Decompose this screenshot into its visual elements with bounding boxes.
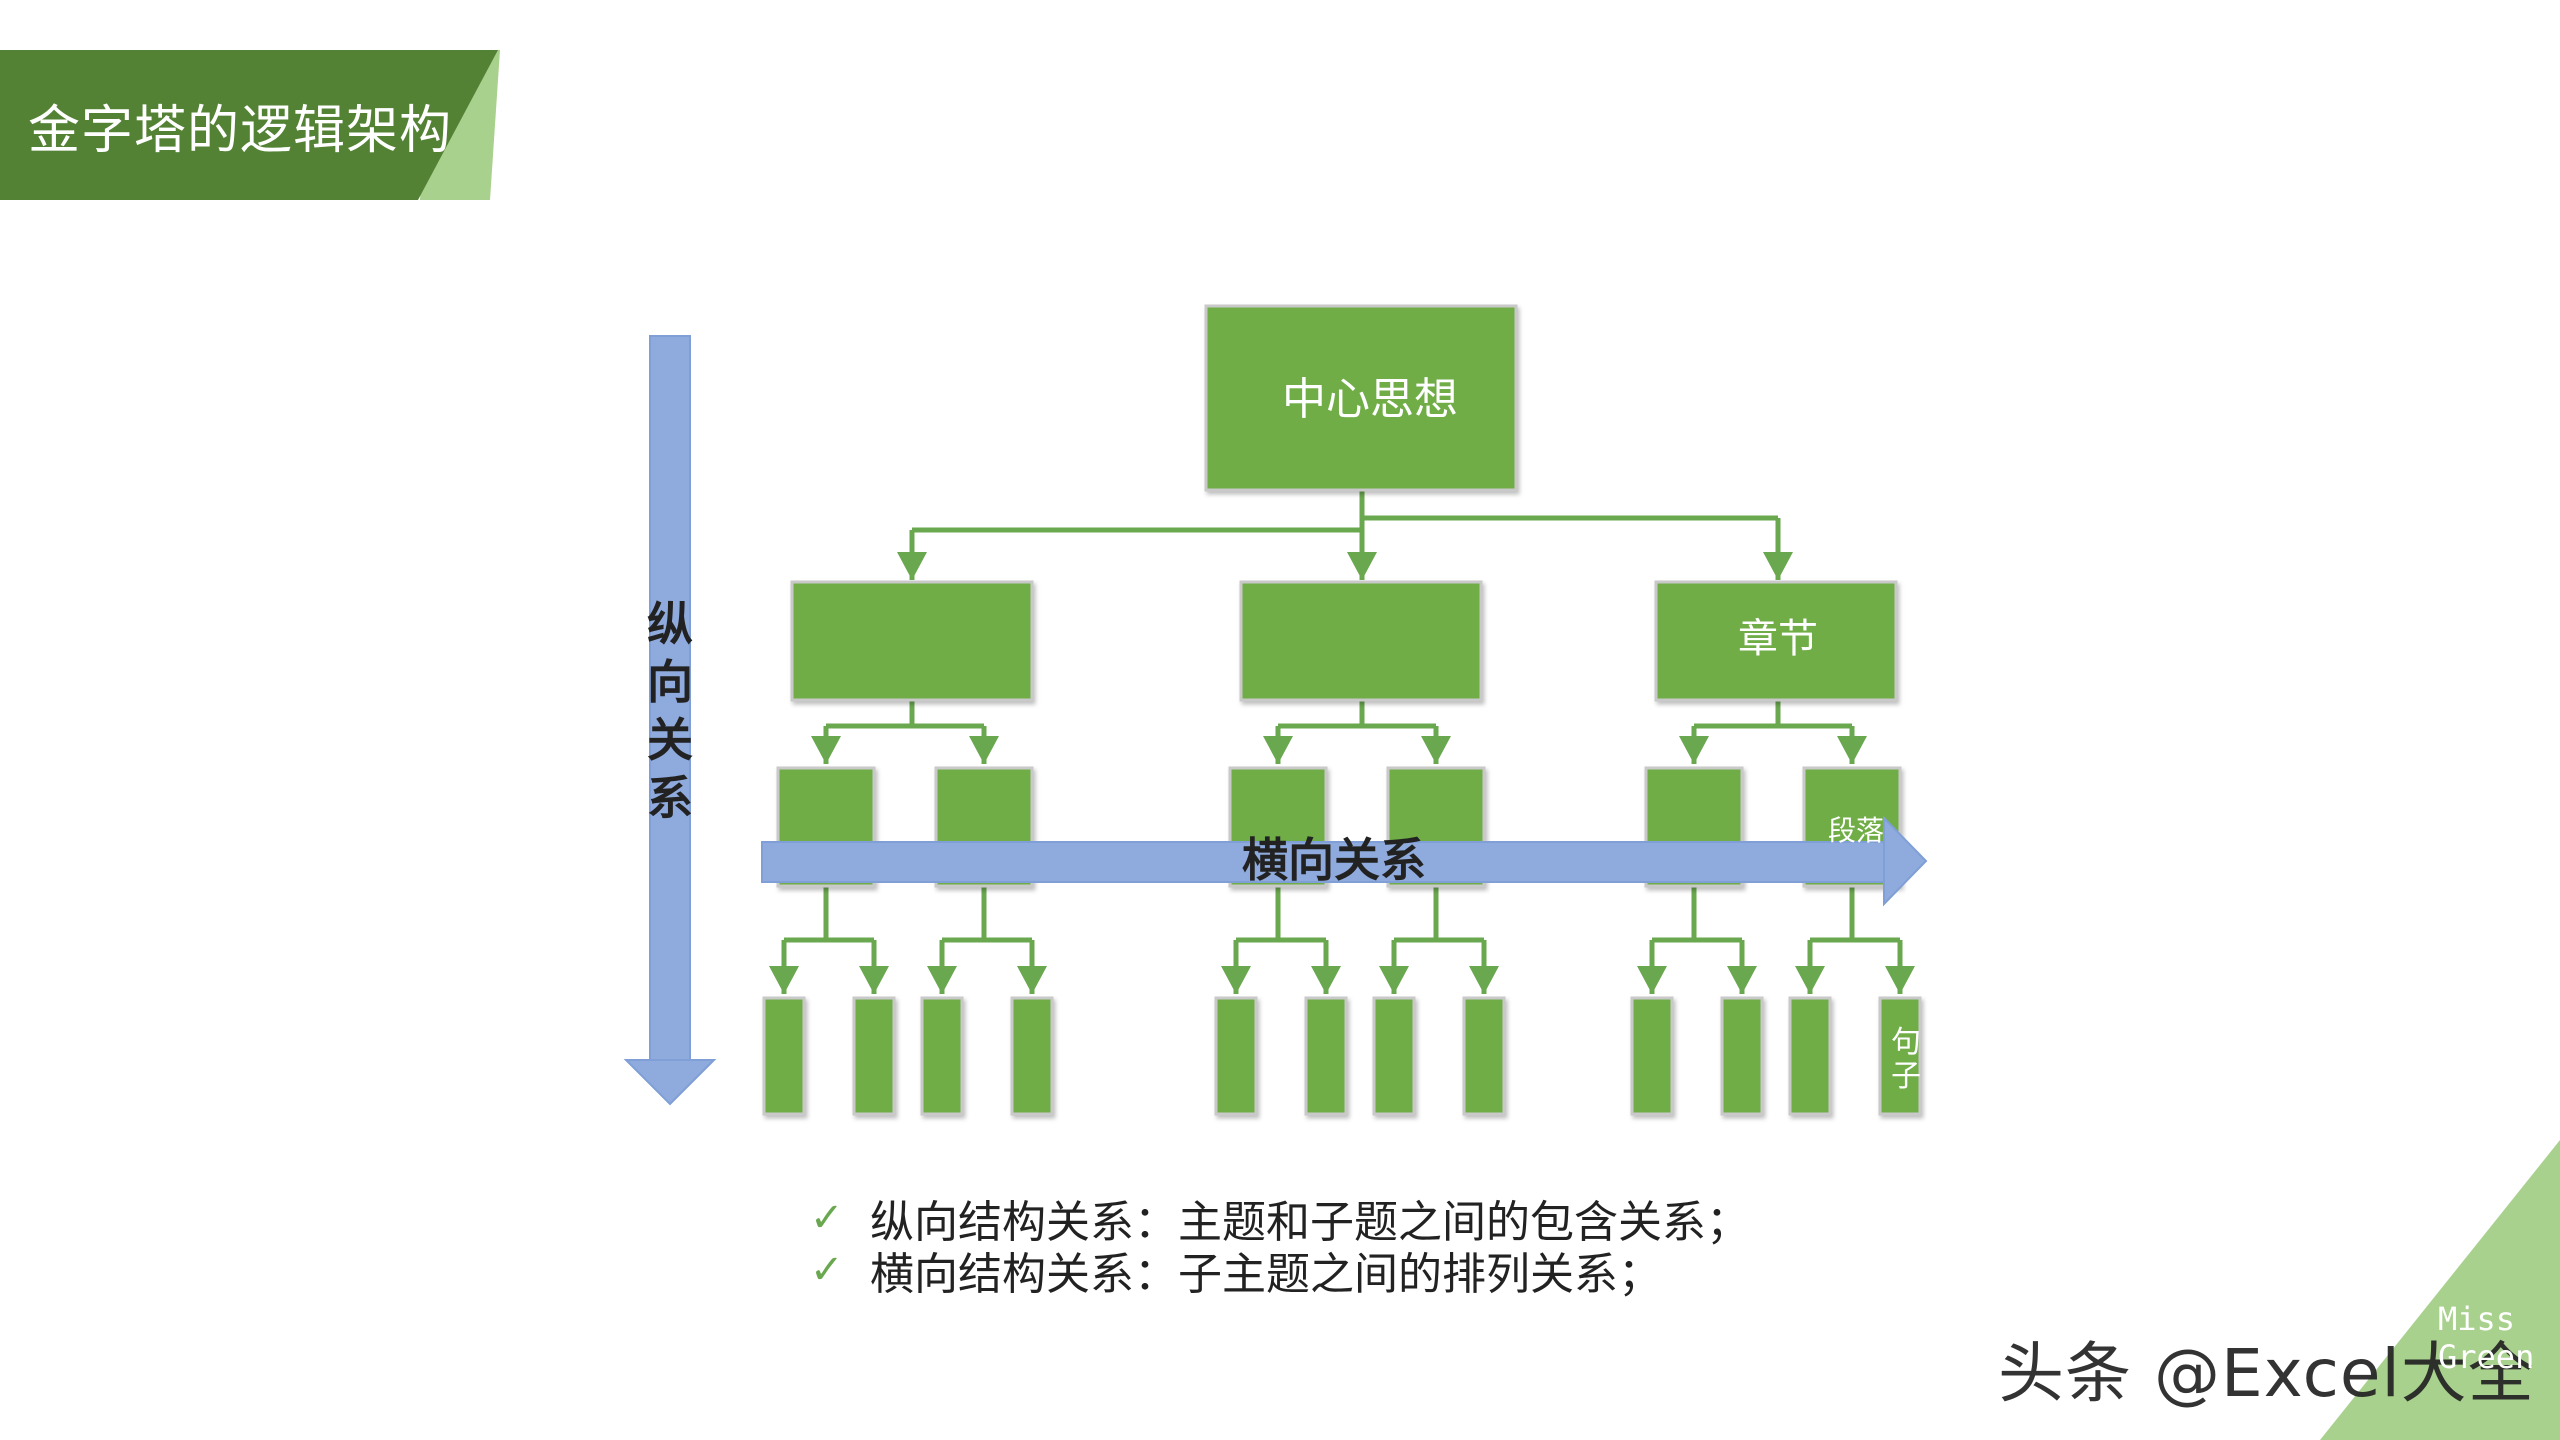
connector-arrowhead <box>1727 966 1757 994</box>
check-icon: ✓ <box>810 1195 844 1241</box>
level3-box <box>1788 996 1832 1116</box>
level3-box <box>1720 996 1764 1116</box>
horizontal-relation-arrow <box>761 815 1928 907</box>
connector-arrowhead <box>1221 966 1251 994</box>
vertical-relation-arrow <box>623 335 717 1106</box>
level1-box <box>1239 580 1483 702</box>
connector-arrowhead <box>1837 736 1867 764</box>
connector-arrowhead <box>811 736 841 764</box>
bullet-text: 横向结构关系：子主题之间的排列关系； <box>870 1249 1662 1300</box>
connector-arrowheads <box>769 552 1915 994</box>
connector-arrowhead <box>1347 552 1377 580</box>
check-icon: ✓ <box>810 1247 844 1293</box>
bullet-text: 纵向结构关系：主题和子题之间的包含关系； <box>870 1197 1750 1248</box>
connector-arrowhead <box>1763 552 1793 580</box>
vertical-relation-label: 纵向关系 <box>647 597 693 825</box>
level3-box <box>1462 996 1506 1116</box>
level2-label-last: 段落 <box>1828 814 1884 847</box>
level3-box <box>762 996 806 1116</box>
level3-box <box>920 996 964 1116</box>
connector-arrowhead <box>1679 736 1709 764</box>
page-title: 金字塔的逻辑架构 <box>28 101 453 161</box>
connector-arrowhead <box>1311 966 1341 994</box>
level3-box <box>1372 996 1416 1116</box>
level3-box <box>1214 996 1258 1116</box>
connector-arrowhead <box>1379 966 1409 994</box>
root-box <box>1204 304 1518 492</box>
bullet-item: ✓ 横向结构关系：子主题之间的排列关系； <box>810 1244 1750 1300</box>
bullet-item: ✓ 纵向结构关系：主题和子题之间的包含关系； <box>810 1192 1750 1248</box>
corner-decoration <box>2320 1140 2560 1440</box>
connector-arrowhead <box>1263 736 1293 764</box>
level1-box <box>790 580 1034 702</box>
connectors <box>781 490 1903 994</box>
watermark-corner-text: Miss Green <box>2438 1300 2535 1376</box>
connector-arrowhead <box>1017 966 1047 994</box>
watermark: 头条 @Excel大全 <box>1998 1335 2535 1412</box>
connector-arrowhead <box>1885 966 1915 994</box>
connector-arrowhead <box>1421 736 1451 764</box>
level3-box <box>1878 996 1922 1116</box>
connector-arrowhead <box>897 552 927 580</box>
connector-arrowhead <box>927 966 957 994</box>
connector-arrowhead <box>1469 966 1499 994</box>
connector-arrowhead <box>859 966 889 994</box>
connector-arrowhead <box>769 966 799 994</box>
header-banner <box>0 50 498 200</box>
pyramid-boxes <box>762 304 1922 1116</box>
level3-label-last: 句子 <box>1891 1025 1921 1094</box>
connector-arrowhead <box>1637 966 1667 994</box>
level1-box <box>1654 580 1898 702</box>
horizontal-relation-label: 横向关系 <box>1242 833 1426 887</box>
level1-label-3: 章节 <box>1738 616 1818 662</box>
connector-arrowhead <box>1795 966 1825 994</box>
bullet-list: ✓ 纵向结构关系：主题和子题之间的包含关系； ✓ 横向结构关系：子主题之间的排列… <box>810 1192 1750 1300</box>
level3-box <box>1630 996 1674 1116</box>
root-label: 中心思想 <box>1282 374 1458 425</box>
level3-box <box>852 996 896 1116</box>
level3-box <box>1010 996 1054 1116</box>
connector-arrowhead <box>969 736 999 764</box>
level3-box <box>1304 996 1348 1116</box>
